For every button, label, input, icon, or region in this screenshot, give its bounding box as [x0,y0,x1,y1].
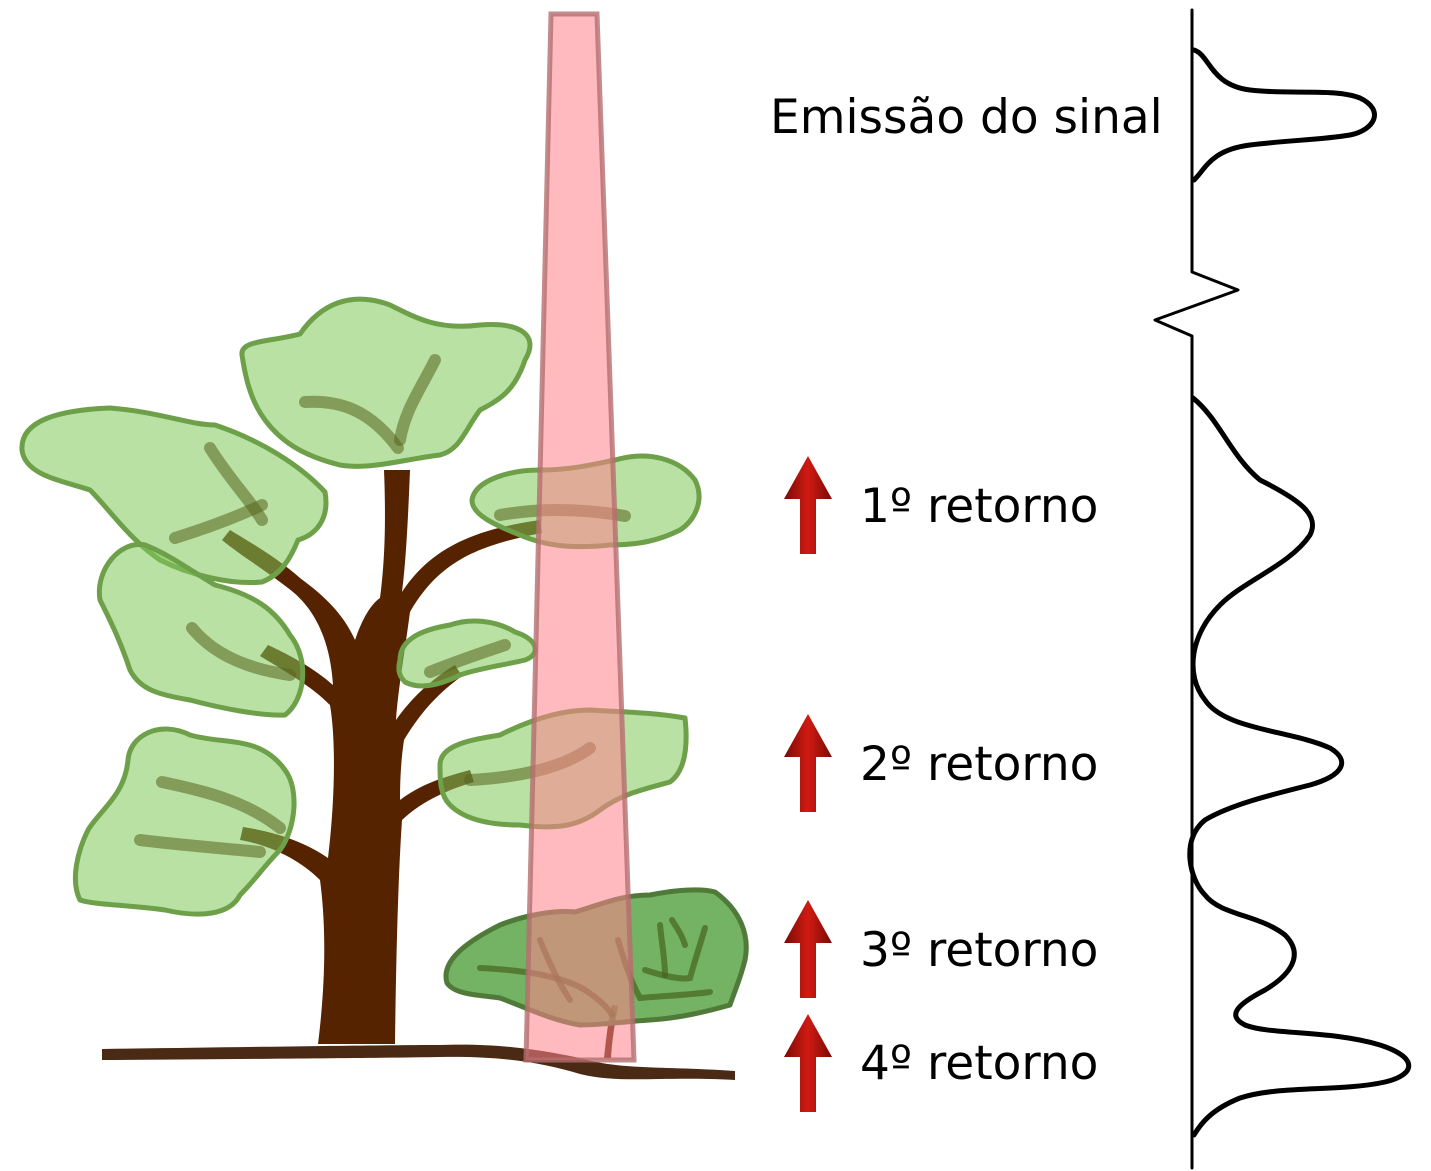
waveform-axis [1153,8,1240,1170]
leaf-upper-left [19,405,329,586]
emission-label: Emissão do sinal [770,90,1163,145]
emission-pulse-curve [1191,47,1377,183]
return-arrows [784,456,832,1112]
leaf-top [239,296,533,469]
leaf-lower-left [72,726,297,917]
arrow-up-icon-2 [784,714,832,812]
laser-beam [523,11,637,1063]
arrow-up-icon-3 [784,900,832,998]
tree-trunk [222,470,542,1044]
arrow-up-icon-4 [784,1014,832,1112]
return-label-1: 1º retorno [860,479,1098,534]
return-label-2: 2º retorno [860,737,1098,792]
arrow-up-icon-1 [784,456,832,554]
return-waveform-curve [1187,395,1412,1138]
ground-line [102,1044,735,1080]
return-label-4: 4º retorno [860,1036,1098,1091]
return-label-3: 3º retorno [860,923,1098,978]
